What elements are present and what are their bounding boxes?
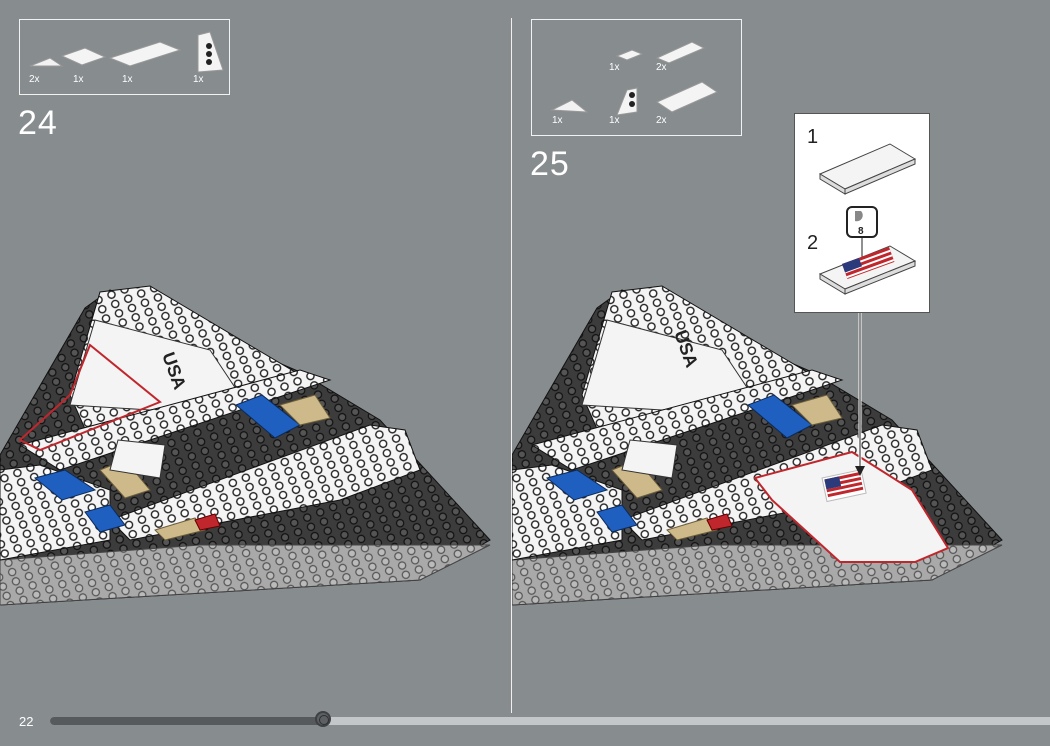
part-qty: 1x xyxy=(609,115,620,126)
arrow-icon xyxy=(855,466,865,476)
parts-illustrations xyxy=(29,31,224,73)
tile-1x4-icon xyxy=(655,41,706,64)
part-qty: 1x xyxy=(552,115,563,126)
sub-assembly-callout: 1 2 8 xyxy=(794,113,930,313)
part-qty: 1x xyxy=(73,74,84,85)
tile-2x4-icon xyxy=(108,41,182,67)
sub-step-number: 2 xyxy=(807,232,819,254)
step-number: 24 xyxy=(18,104,58,142)
tile-2x4-icon xyxy=(655,81,719,113)
page-number: 22 xyxy=(19,714,34,729)
parts-list-step-24: 2x 1x 1x 1x xyxy=(19,19,230,95)
progress-fill xyxy=(50,717,323,725)
part-qty: 1x xyxy=(193,74,204,85)
wedge-plate-icon xyxy=(197,31,224,73)
sub-step-number: 1 xyxy=(807,126,819,148)
callout-illustration xyxy=(818,143,917,295)
new-parts-highlight xyxy=(18,343,162,452)
part-qty: 2x xyxy=(656,115,667,126)
part-qty: 2x xyxy=(29,74,40,85)
part-qty: 1x xyxy=(609,62,620,73)
progress-bar[interactable] xyxy=(50,711,1050,727)
tile-with-flag-icon xyxy=(818,245,917,295)
model-step-24: USA xyxy=(0,285,491,606)
tile-2x2-icon xyxy=(60,47,107,66)
us-flag-tile xyxy=(821,469,867,503)
step-divider xyxy=(511,18,512,713)
model-step-25: USA xyxy=(512,285,1003,606)
new-parts-highlight xyxy=(753,450,950,563)
part-qty: 1x xyxy=(122,74,133,85)
sticker-number: 8 xyxy=(858,226,864,237)
wedge-tile-icon xyxy=(29,57,64,67)
wedge-plate-icon xyxy=(616,87,638,116)
parts-illustrations xyxy=(550,41,719,116)
part-qty: 2x xyxy=(656,62,667,73)
parts-list-step-25: 1x 2x 1x 1x 2x xyxy=(531,19,742,136)
tile-1x2-icon xyxy=(615,49,644,61)
step-number: 25 xyxy=(530,145,570,183)
tile-2x4-icon xyxy=(818,143,917,195)
wedge-tile-icon xyxy=(550,99,589,113)
progress-handle[interactable] xyxy=(315,711,331,727)
